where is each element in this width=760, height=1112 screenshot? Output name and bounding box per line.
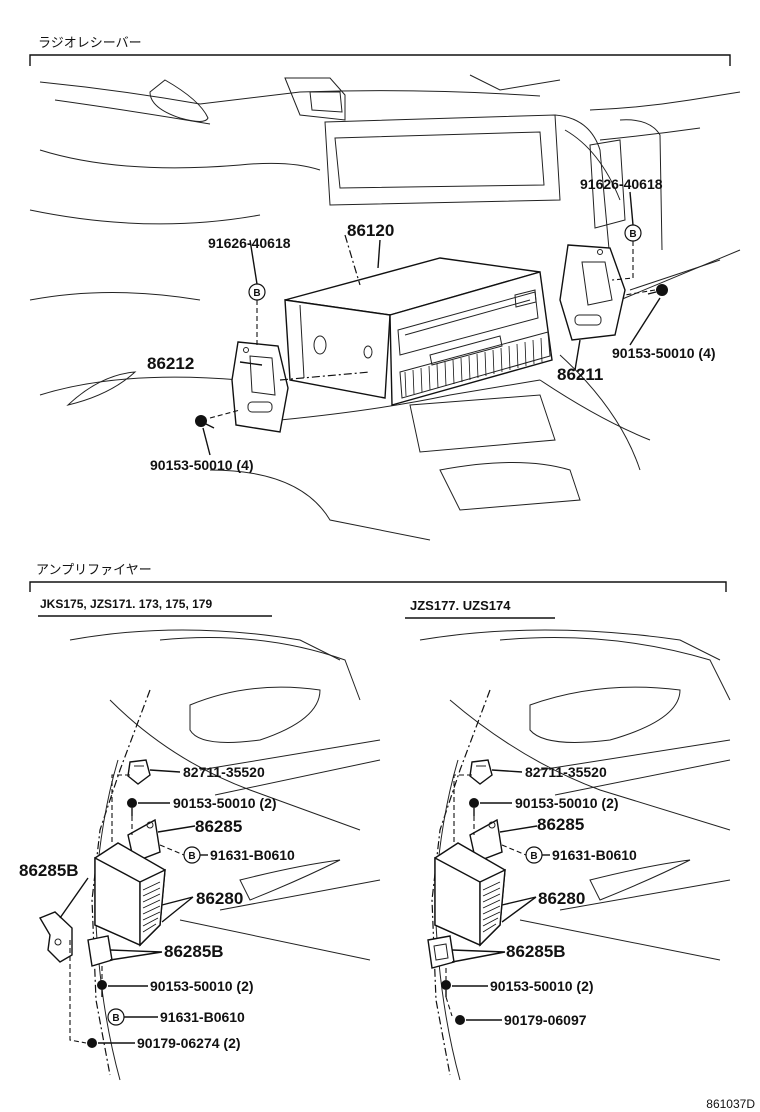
svg-text:B: B — [188, 851, 195, 862]
amp-right-nut — [455, 1015, 465, 1025]
radio-screw-right — [647, 284, 668, 296]
amp-left-bracket-b — [87, 935, 113, 967]
label-amp-left-amplifier: 86280 — [196, 889, 243, 908]
figure-code: 861037D — [706, 1097, 755, 1111]
leader-amp-left-clip — [149, 769, 181, 773]
leader-amp-left-bracket-b-side — [59, 877, 89, 919]
amp-right-screw-bottom — [441, 980, 451, 997]
radio-path-bracket-left — [279, 371, 371, 381]
label-amp-left-screw-bottom: 90153-50010 (2) — [150, 978, 254, 994]
amp-left-subtitle: JKS175, JZS171. 173, 175, 179 — [40, 597, 212, 611]
radio-screw-left — [195, 415, 215, 429]
amp-right-subtitle: JZS177. UZS174 — [410, 598, 511, 613]
amp-left-bolt-marker-bottom: B — [107, 1008, 125, 1026]
radio-receiver — [284, 257, 553, 406]
radio-path-screw-right — [624, 289, 656, 296]
label-amp-left-clip: 82711-35520 — [183, 764, 265, 780]
svg-text:B: B — [530, 851, 537, 862]
label-amp-right-screw-top: 90153-50010 (2) — [515, 795, 619, 811]
radio-dashboard-outline — [29, 74, 741, 541]
label-screw-right: 90153-50010 (4) — [612, 345, 716, 361]
amp-left-nut — [87, 1038, 97, 1048]
amp-right-amplifier — [434, 842, 506, 947]
label-amp-right-bolt-top: 91631-B0610 — [552, 847, 637, 863]
label-amp-left-bracket-b: 86285B — [164, 942, 224, 961]
leader-amp-left-bracket — [157, 825, 196, 833]
leader-receiver — [377, 239, 381, 269]
amp-section-bracket — [29, 581, 727, 592]
label-amp-right-bracket: 86285 — [537, 815, 584, 834]
leader-screw-right — [629, 297, 661, 346]
amp-right-bolt-marker-top: B — [525, 846, 543, 864]
label-amp-left-bracket: 86285 — [195, 817, 242, 836]
leader-amp-right-bracket-b — [451, 949, 506, 963]
label-amp-right-clip: 82711-35520 — [525, 764, 607, 780]
leader-bracket-left — [239, 361, 263, 366]
leader-amp-right-bracket — [499, 825, 538, 833]
leader-screw-left — [202, 427, 211, 456]
leader-bolt-left — [249, 239, 258, 285]
amp-right-path-clip — [453, 774, 472, 845]
leader-amp-left-amplifier — [161, 896, 194, 923]
amp-left-clip — [127, 759, 151, 785]
amp-right-bracket-b — [427, 935, 455, 969]
label-amp-left-bolt-top: 91631-B0610 — [210, 847, 295, 863]
label-amp-left-bolt-bottom: 91631-B0610 — [160, 1009, 245, 1025]
leader-amp-right-amplifier — [501, 896, 537, 923]
svg-text:B: B — [112, 1013, 119, 1024]
amp-right-path-nut — [445, 996, 453, 1017]
amp-right-path-bolt-top — [501, 844, 527, 856]
label-amp-right-amplifier: 86280 — [538, 889, 585, 908]
svg-text:B: B — [629, 229, 636, 240]
radio-bolt-marker-right: B — [624, 224, 642, 242]
leader-amp-left-bracket-b — [109, 949, 163, 961]
amp-right-screw-top — [469, 798, 479, 816]
label-amp-right-nut: 90179-06097 — [504, 1012, 587, 1028]
radio-bolt-marker-left: B — [248, 283, 266, 301]
label-amp-right-screw-bottom: 90153-50010 (2) — [490, 978, 594, 994]
leader-bracket-right — [574, 339, 581, 371]
label-bracket-right: 86211 — [557, 365, 603, 384]
radio-bracket-right — [559, 244, 626, 341]
amp-left-bolt-marker-top: B — [183, 846, 201, 864]
amp-section-title: アンプリファイヤー — [36, 563, 152, 578]
amp-left-amplifier — [94, 842, 166, 947]
amp-left-path-side — [69, 940, 87, 1044]
amp-left-path-bolt-top — [159, 844, 185, 856]
radio-path-bolt-right — [611, 241, 634, 281]
label-bolt-right: 91626-40618 — [580, 176, 663, 192]
amp-right-clip — [469, 759, 493, 785]
radio-path-receiver — [344, 234, 361, 286]
label-amp-right-bracket-b: 86285B — [506, 942, 566, 961]
amp-left-screw-top — [127, 798, 137, 816]
leader-bolt-right — [629, 191, 634, 226]
label-amp-left-bracket-b-side: 86285B — [19, 861, 79, 880]
amp-left-path-clip — [111, 774, 130, 845]
label-receiver: 86120 — [347, 221, 394, 240]
svg-text:B: B — [253, 288, 260, 299]
label-amp-left-screw-top: 90153-50010 (2) — [173, 795, 277, 811]
radio-bracket-left — [231, 341, 289, 433]
radio-section-bracket — [29, 54, 731, 66]
label-bolt-left: 91626-40618 — [208, 235, 291, 251]
radio-path-screw-left — [209, 409, 241, 419]
amp-left-screw-bottom — [97, 980, 107, 997]
label-amp-left-nut: 90179-06274 (2) — [137, 1035, 241, 1051]
label-bracket-left: 86212 — [147, 354, 194, 373]
radio-section-title: ラジオレシーバー — [38, 36, 142, 51]
label-screw-left: 90153-50010 (4) — [150, 457, 254, 473]
leader-amp-right-clip — [491, 769, 523, 773]
amp-left-bracket-b-side — [38, 911, 73, 963]
